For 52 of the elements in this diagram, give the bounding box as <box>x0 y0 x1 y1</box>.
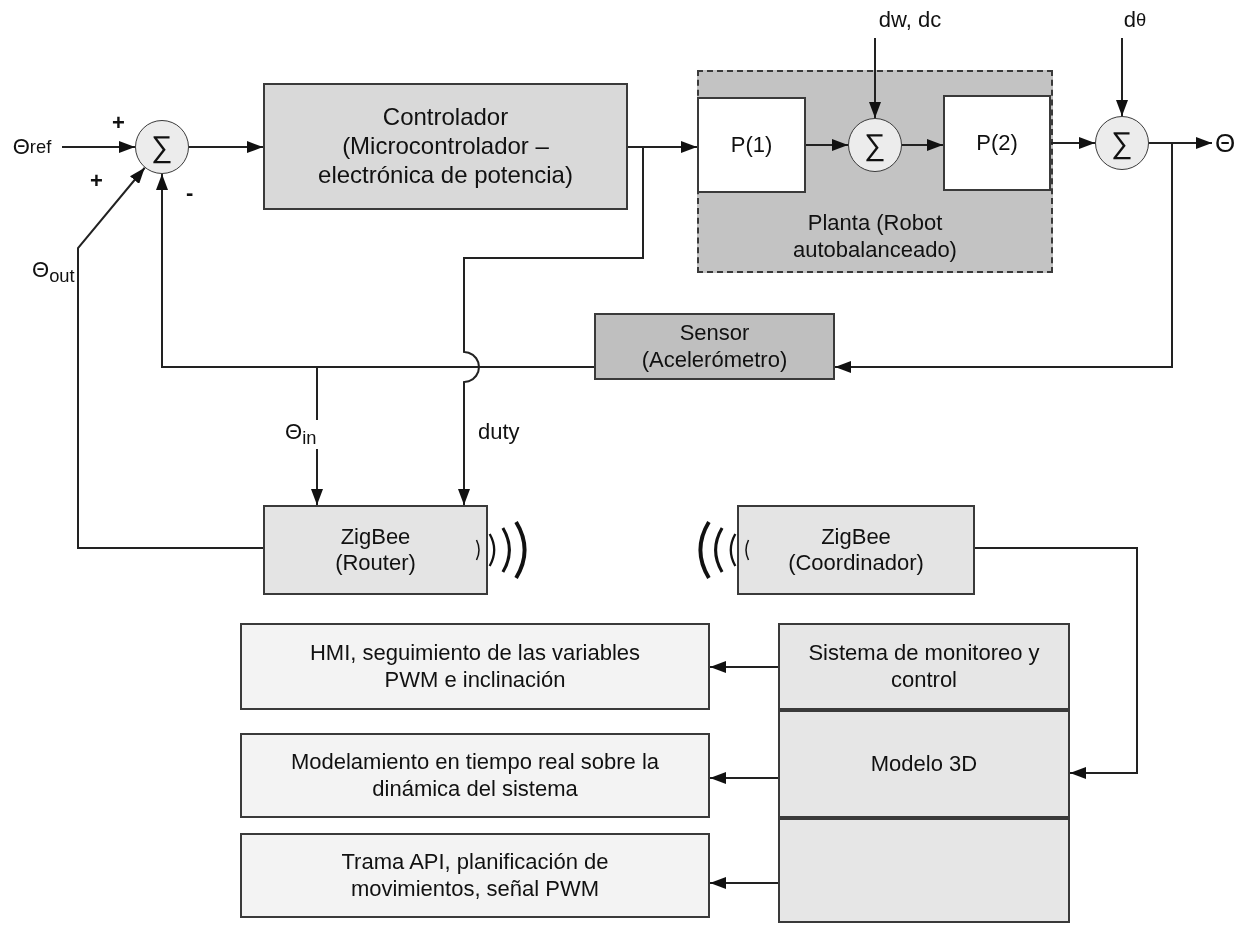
arrow <box>709 772 779 784</box>
sigma-symbol: ∑ <box>1111 125 1133 161</box>
arrow <box>709 661 779 673</box>
process-block <box>697 97 806 193</box>
arrow <box>974 547 1138 779</box>
summing-junction <box>135 120 189 174</box>
process-block <box>778 710 1070 818</box>
arrow <box>901 139 944 151</box>
block-label: ZigBee (Router) <box>334 523 417 577</box>
process-block <box>240 623 710 710</box>
arrow <box>834 142 1173 373</box>
block-label: Modelo 3D <box>869 750 979 778</box>
process-block <box>263 83 628 210</box>
edge-label: Θ$_{in}$ <box>283 420 319 449</box>
sign-label: + <box>90 170 103 192</box>
arrow <box>77 166 264 549</box>
arrow <box>458 146 644 506</box>
plant-group <box>697 70 1053 273</box>
process-block <box>240 733 710 818</box>
process-block <box>943 95 1051 191</box>
block-label: ZigBee (Coordinador) <box>787 523 925 577</box>
block-label: Planta (Robot autobalanceado) <box>792 210 958 263</box>
sigma-symbol: ∑ <box>864 127 886 163</box>
arrow <box>709 877 779 889</box>
arrow <box>869 37 881 119</box>
sign-label: + <box>112 112 125 134</box>
process-block <box>263 505 488 595</box>
sign-label: - <box>186 182 194 204</box>
arrow <box>805 139 849 151</box>
summing-junction <box>1095 116 1149 170</box>
process-block <box>240 833 710 918</box>
block-label: Trama API, planificación de movimientos, señal PWM <box>340 849 610 902</box>
block-label: P(2) <box>975 129 1019 157</box>
process-block <box>594 313 835 380</box>
signal-label: Θ <box>1212 124 1238 164</box>
process-block <box>778 623 1070 710</box>
block-label: Modelamiento en tiempo real sobre la dinámica del sistema <box>289 749 661 802</box>
block-label: Controlador (Microcontrolador – electrónica de potencia) <box>317 103 574 190</box>
process-block <box>778 818 1070 923</box>
process-block <box>737 505 975 595</box>
block-label: Sensor (Acelerómetro) <box>640 320 789 373</box>
sigma-symbol: ∑ <box>151 129 173 165</box>
block-label: HMI, seguimiento de las variables PWM e inclinación <box>308 640 642 693</box>
edge-label: duty <box>476 420 522 445</box>
block-label: P(1) <box>729 131 774 159</box>
arrow <box>1116 37 1128 117</box>
summing-junction <box>848 118 902 172</box>
arrow <box>1050 137 1096 149</box>
signal-label: dw, dc <box>845 2 975 38</box>
arrow <box>61 141 136 153</box>
arrow <box>188 141 264 153</box>
block-label: Sistema de monitoreo y control <box>807 640 1041 693</box>
